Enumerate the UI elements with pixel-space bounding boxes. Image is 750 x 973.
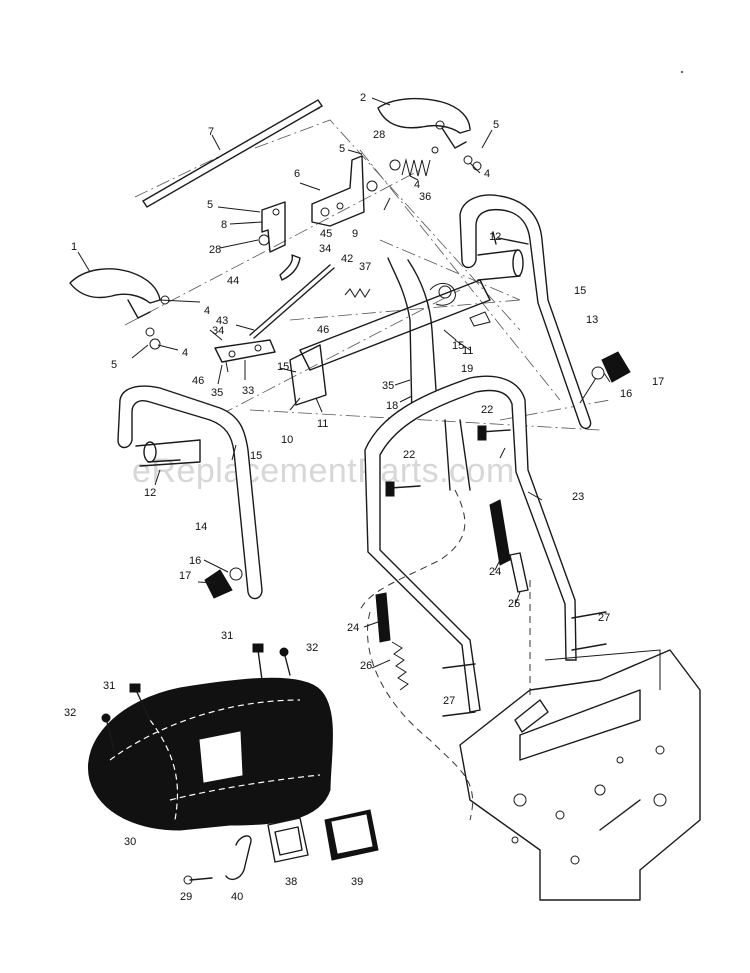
callout-10: 10: [281, 434, 293, 446]
rod-part-7: [142, 99, 323, 208]
knob-part-17-right: [591, 351, 631, 383]
callout-6: 6: [294, 168, 300, 180]
callout-8: 8: [221, 219, 227, 231]
bolts: [147, 231, 607, 717]
sleeve-part-25: [509, 552, 529, 593]
engine-housing: [459, 649, 701, 901]
callout-2: 2: [360, 92, 366, 104]
callout-7: 7: [208, 126, 214, 138]
callout-14: 14: [195, 521, 207, 533]
callout-5: 5: [111, 359, 117, 371]
callout-17: 17: [179, 570, 191, 582]
corner-dot: [681, 71, 683, 73]
callout-45: 45: [320, 228, 332, 240]
lens-part-38: [267, 817, 309, 863]
link-part-43: [249, 264, 335, 339]
shaft-assembly: [289, 279, 491, 406]
callout-17: 17: [652, 376, 664, 388]
grip-part-2: [377, 97, 482, 171]
callout-1: 1: [71, 241, 77, 253]
callout-46: 46: [192, 375, 204, 387]
callout-27: 27: [443, 695, 455, 707]
callout-23: 23: [572, 491, 584, 503]
callout-4: 4: [484, 168, 490, 180]
callout-19: 19: [461, 363, 473, 375]
callout-32: 32: [64, 707, 76, 719]
headlight-part-39: [324, 809, 379, 861]
callout-37: 37: [359, 261, 371, 273]
cable-runs: [359, 489, 531, 821]
callout-36: 36: [419, 191, 431, 203]
callout-5: 5: [339, 143, 345, 155]
callout-34: 34: [212, 325, 224, 337]
callout-43: 43: [216, 315, 228, 327]
callout-26: 26: [360, 660, 372, 672]
callout-33: 33: [242, 385, 254, 397]
callout-12: 12: [489, 231, 501, 243]
callout-31: 31: [221, 630, 233, 642]
callout-15: 15: [452, 340, 464, 352]
handle-part-13: [459, 194, 592, 430]
callout-34: 34: [319, 243, 331, 255]
handle-part-14: [117, 385, 263, 600]
callout-28: 28: [209, 244, 221, 256]
callout-31: 31: [103, 680, 115, 692]
callout-24: 24: [347, 622, 359, 634]
link-part-44: [279, 254, 301, 281]
rods: [387, 257, 471, 491]
spring-part-37: [344, 288, 371, 298]
callout-39: 39: [351, 876, 363, 888]
spring-part-36: [389, 146, 439, 177]
callout-15: 15: [574, 285, 586, 297]
callout-15: 15: [277, 361, 289, 373]
wire-part-40: [225, 835, 252, 881]
callout-22: 22: [481, 404, 493, 416]
knob-part-17-left: [204, 567, 243, 599]
bracket-part-8: [258, 201, 286, 253]
callout-22: 22: [403, 449, 415, 461]
leader-lines: [77, 97, 611, 669]
callout-30: 30: [124, 836, 136, 848]
plate-part-33: [214, 339, 276, 363]
callout-46: 46: [317, 324, 329, 336]
callout-9: 9: [352, 228, 358, 240]
callout-38: 38: [285, 876, 297, 888]
grip-part-1: [69, 268, 170, 350]
callout-40: 40: [231, 891, 243, 903]
callout-27: 27: [598, 612, 610, 624]
screw-part-29: [183, 875, 213, 885]
callout-15: 15: [250, 450, 262, 462]
callout-12: 12: [144, 487, 156, 499]
callout-4: 4: [204, 305, 210, 317]
callout-16: 16: [620, 388, 632, 400]
callout-35: 35: [382, 380, 394, 392]
callout-16: 16: [189, 555, 201, 567]
callout-11: 11: [317, 418, 328, 430]
callout-4: 4: [182, 347, 188, 359]
bracket-part-9: [311, 155, 378, 227]
callout-24: 24: [489, 566, 501, 578]
callout-11: 11: [462, 345, 473, 357]
handle-part-23: [364, 375, 577, 713]
callout-5: 5: [207, 199, 213, 211]
callout-4: 4: [414, 179, 420, 191]
callout-32: 32: [306, 642, 318, 654]
dash-cover-part-30: [88, 677, 333, 831]
cover-screws: [101, 643, 291, 751]
callout-29: 29: [180, 891, 192, 903]
spring-part-24b: [375, 592, 391, 643]
callout-18: 18: [386, 400, 398, 412]
callout-28: 28: [373, 129, 385, 141]
callout-labels: 1 2 4 4 4 4 5 5 5 5 6 7 8 9 10 11 11 12 …: [64, 92, 664, 903]
spring-part-24a: [489, 499, 511, 566]
callout-35: 35: [211, 387, 223, 399]
callout-25: 25: [508, 598, 520, 610]
watermark-text: eReplacementParts.com: [132, 452, 515, 490]
callout-13: 13: [586, 314, 598, 326]
callout-44: 44: [227, 275, 239, 287]
callout-42: 42: [341, 253, 353, 265]
spring-part-26: [391, 641, 409, 691]
callout-5: 5: [493, 119, 499, 131]
